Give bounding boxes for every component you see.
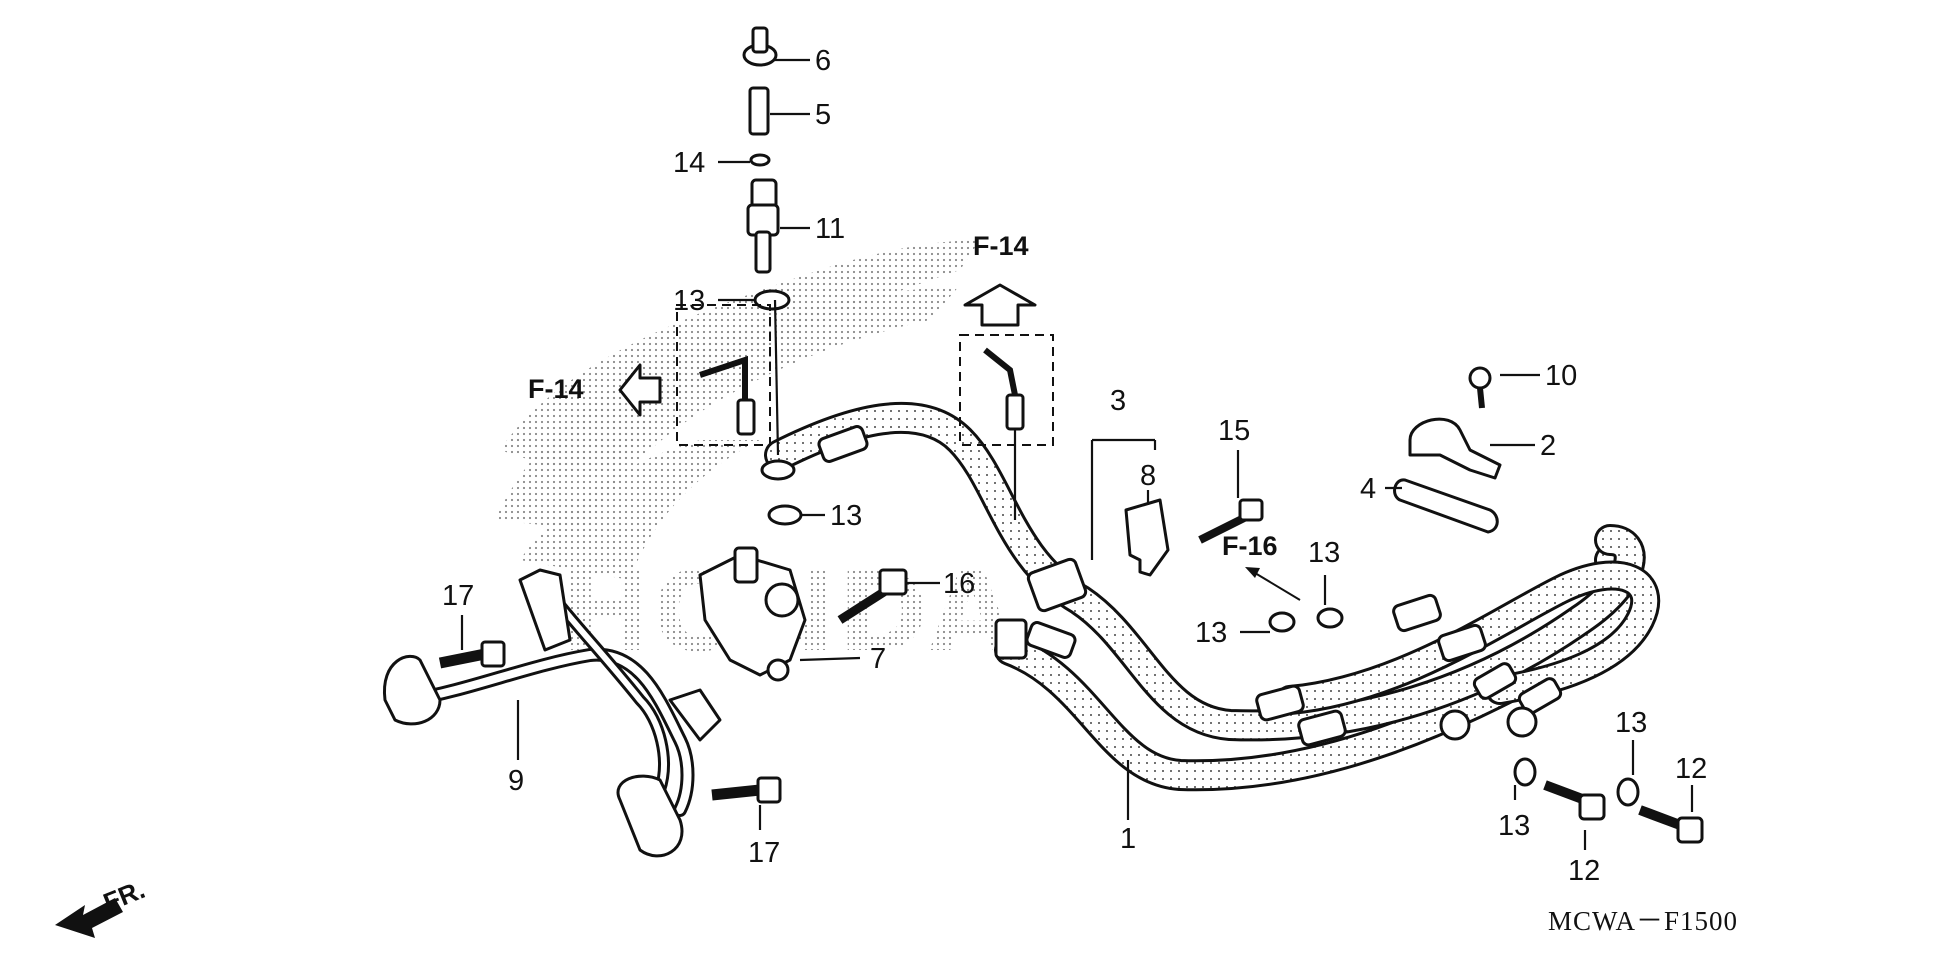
bleeder-screw-5: [748, 86, 770, 136]
callout-9: 9: [508, 765, 524, 797]
ref-f14-left: F-14: [528, 374, 584, 404]
callout-7: 7: [870, 643, 886, 675]
bolt-17-upper: [438, 640, 506, 669]
leader-lines: [460, 58, 1694, 850]
callout-8: 8: [1140, 460, 1156, 492]
callout-3: 3: [1110, 385, 1126, 417]
callout-17-upper: 17: [442, 580, 474, 612]
diagram-code: MCWA－F1500: [1548, 906, 1738, 936]
callout-17-lower: 17: [748, 837, 780, 869]
hose-1: [994, 544, 1640, 792]
callout-13-bottom: 13: [1498, 810, 1530, 842]
bolt-12-left: [1543, 780, 1606, 821]
ref-f16: F-16: [1222, 531, 1278, 561]
callout-2: 2: [1540, 430, 1556, 462]
bleeder-cap-6: [742, 26, 778, 67]
hose-1-return: [1275, 560, 1661, 715]
callout-12-left: 12: [1568, 855, 1600, 887]
callout-1: 1: [1120, 823, 1136, 855]
callout-13-mid: 13: [1195, 617, 1227, 649]
callout-16: 16: [943, 568, 975, 600]
callout-11: 11: [815, 213, 845, 245]
bolt-17-lower: [711, 776, 782, 804]
front-arrow-icon: [55, 898, 123, 938]
pipe-joint-right: [959, 334, 1054, 446]
ref-f14-top: F-14: [973, 231, 1029, 261]
clamp-2: [1408, 417, 1502, 480]
callout-14: 14: [673, 147, 705, 179]
callout-6: 6: [815, 45, 831, 77]
callout-15: 15: [1218, 415, 1250, 447]
bolt-16: [837, 568, 908, 624]
hose-3: [764, 401, 1646, 742]
callout-13-right: 13: [1615, 707, 1647, 739]
ref-arrow-f16: [1245, 567, 1301, 601]
bolt-11: [746, 178, 780, 274]
valve-7: [698, 546, 807, 682]
washer-13-lower: [1268, 607, 1640, 807]
callouts: 6 5 14 11 13 13 16 7 3 8 15 10 2 4 13 13…: [442, 45, 1707, 887]
pipe-joint-left: [676, 304, 771, 446]
brake-pipe-9: [382, 568, 722, 858]
screw-10: [1468, 366, 1492, 409]
hose-fittings: [817, 425, 1563, 747]
plate-4: [1393, 478, 1499, 534]
hose-clamp-3: [994, 557, 1088, 660]
callout-12-right: 12: [1675, 753, 1707, 785]
ref-arrow-left: [618, 363, 662, 417]
bolt-15: [1198, 498, 1264, 544]
callout-13-valve: 13: [830, 500, 862, 532]
washer-14: [749, 153, 771, 167]
bracket-8: [1124, 498, 1170, 577]
ref-arrow-up: [963, 283, 1037, 327]
callout-5: 5: [815, 99, 831, 131]
callout-4: 4: [1360, 473, 1376, 505]
front-indicator: FR.: [55, 874, 149, 938]
callout-13-f16: 13: [1308, 537, 1340, 569]
callout-13-top: 13: [673, 285, 705, 317]
callout-10: 10: [1545, 360, 1577, 392]
bolt-12-right: [1638, 805, 1704, 844]
